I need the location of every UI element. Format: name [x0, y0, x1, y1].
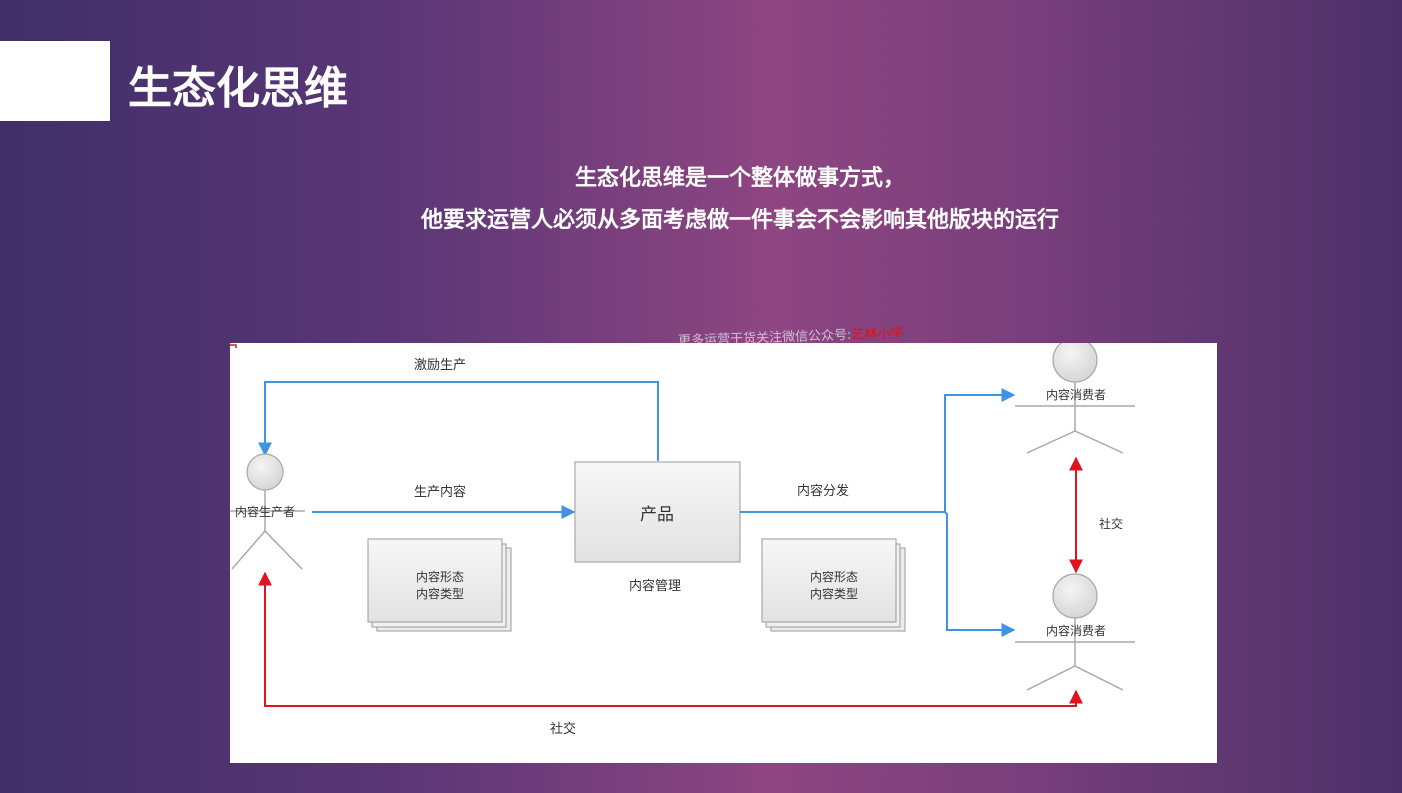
subtitle-line-1: 生态化思维是一个整体做事方式， — [574, 166, 905, 191]
distribute-label: 内容分发 — [797, 483, 849, 499]
content-stack-right — [761, 538, 906, 632]
subtitle-line-2: 他要求运营人必须从多面考虑做一件事会不会影响其他版块的运行 — [420, 208, 1059, 233]
producer-leg-left — [231, 530, 266, 570]
producer-figure — [230, 453, 305, 570]
title-accent-block — [0, 41, 110, 121]
producer-label: 内容生产者 — [235, 504, 295, 519]
incentive-arrow — [258, 381, 659, 461]
corner-mark — [230, 344, 237, 348]
consumer-bottom-leg-left — [1026, 665, 1076, 691]
incentive-label: 激励生产 — [414, 358, 466, 373]
content-management-label: 内容管理 — [629, 578, 681, 594]
producer-leg-right — [264, 530, 303, 570]
distribute-arrow-bottom — [944, 511, 1016, 637]
consumer-bottom-leg-right — [1074, 665, 1124, 691]
watermark-name: 艺林小学 — [851, 326, 904, 343]
consumer-bottom-head — [1052, 573, 1098, 619]
producer-social-arrow — [258, 571, 1083, 707]
produce-content-label: 生产内容 — [414, 484, 466, 500]
stack-left-line1: 内容形态 — [416, 569, 464, 584]
consumer-top-label: 内容消费者 — [1046, 387, 1106, 402]
stack-right-line1: 内容形态 — [810, 569, 858, 584]
consumer-top-head — [1052, 343, 1098, 383]
product-label: 产品 — [640, 505, 674, 525]
producer-head — [246, 453, 284, 491]
ecosystem-diagram: 激励生产 内容生产者 生产内容 产品 内容管理 内容形态 内容类型 内容分发 — [230, 343, 1217, 763]
social-label-bottom: 社交 — [550, 721, 576, 737]
content-stack-left — [367, 538, 512, 632]
stack-left-line2: 内容类型 — [416, 586, 464, 601]
product-box — [574, 461, 741, 563]
social-label-right: 社交 — [1099, 516, 1123, 531]
stack-right-line2: 内容类型 — [810, 586, 858, 601]
consumer-top-figure — [1015, 343, 1135, 454]
consumer-top-leg-right — [1074, 430, 1124, 454]
distribute-arrow-top — [740, 388, 1016, 513]
diagram-canvas: 激励生产 内容生产者 生产内容 产品 内容管理 内容形态 内容类型 内容分发 — [230, 343, 1135, 737]
slide-title: 生态化思维 — [128, 63, 348, 114]
consumer-top-leg-left — [1026, 430, 1076, 454]
consumer-bottom-label: 内容消费者 — [1046, 623, 1106, 638]
